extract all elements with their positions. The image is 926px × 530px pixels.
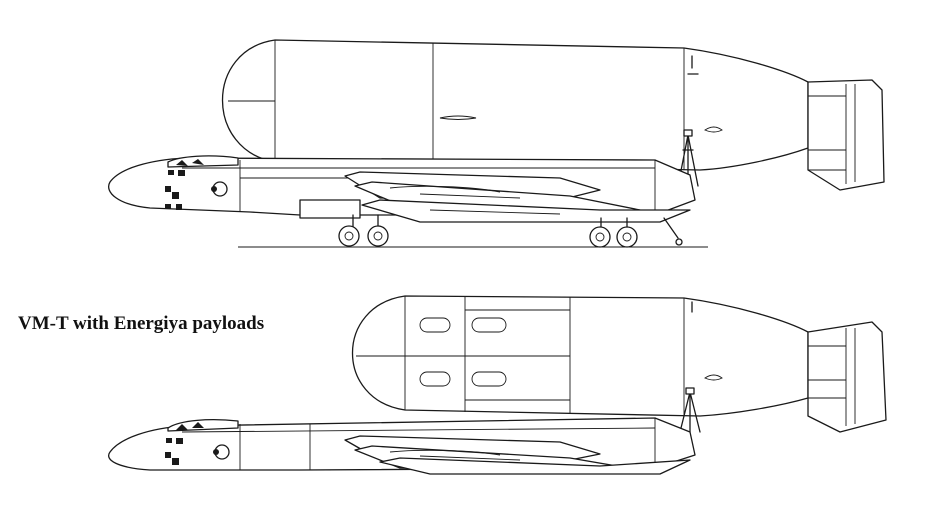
diagram-caption: VM-T with Energiya payloads xyxy=(18,313,265,334)
aircraft-bottom-view xyxy=(108,295,887,475)
wing-and-engines-bottom xyxy=(344,435,691,475)
tail-fin-bottom xyxy=(807,321,887,433)
wing-and-engines-top xyxy=(344,171,691,223)
tail-fin-top xyxy=(807,79,885,191)
payload-support-strut-bottom xyxy=(679,387,701,433)
landing-gear-top xyxy=(338,214,683,248)
aircraft-top-view xyxy=(108,39,885,248)
payload-container-bottom xyxy=(351,295,809,417)
payload-container-top xyxy=(221,39,809,171)
